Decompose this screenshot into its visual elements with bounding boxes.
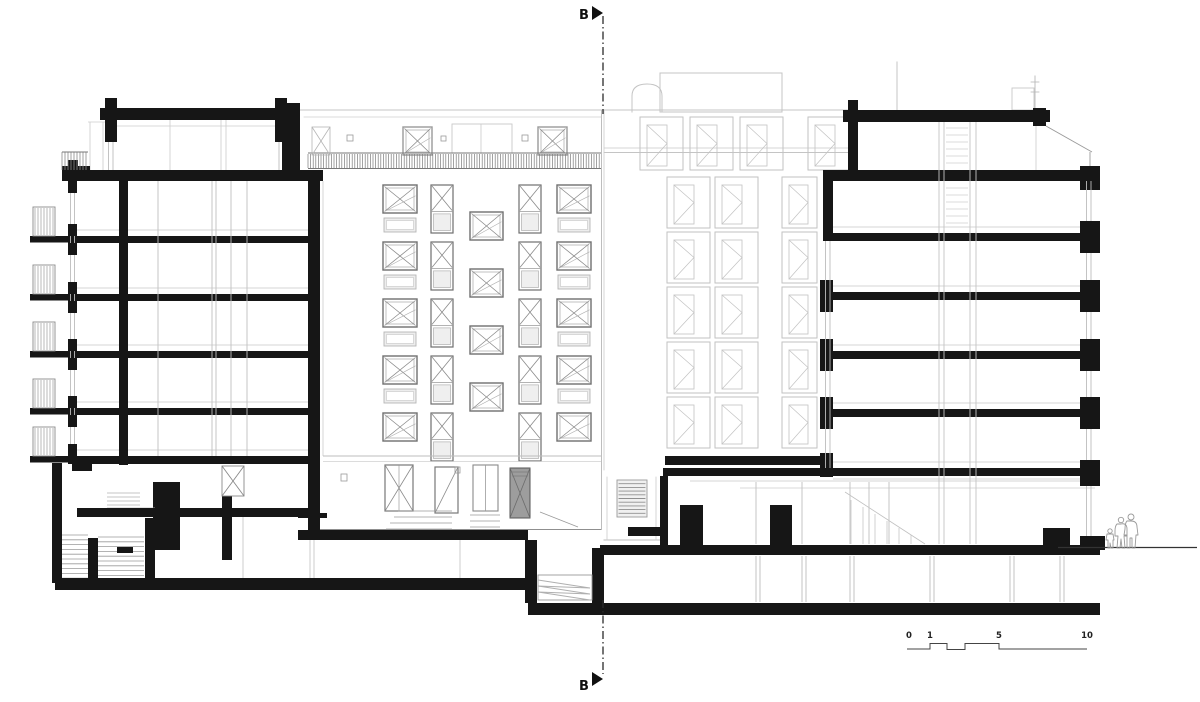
street-level-slab	[298, 530, 528, 540]
ramp-slope-line	[539, 511, 579, 528]
penthouse-wall-left	[105, 98, 117, 142]
wing-stair	[844, 491, 926, 545]
rear-facade-window-bays	[639, 116, 852, 449]
floor-slab	[68, 408, 320, 415]
section-line-b: B B	[579, 6, 604, 694]
window-lintel-blocks	[68, 181, 77, 456]
person-child	[1105, 528, 1115, 549]
elevator-shaft	[938, 122, 977, 544]
foundation-and-ground	[55, 540, 1197, 615]
floor-slab	[833, 351, 1083, 359]
basement-stair	[62, 518, 155, 583]
floor-slab	[68, 351, 320, 358]
foundation-slab-left	[55, 578, 525, 590]
floor-slab	[833, 233, 1083, 241]
floor-slab	[68, 236, 320, 243]
sloped-roof-line	[1045, 125, 1093, 153]
ventilation-louver	[616, 479, 648, 518]
section-marker-arrow-top	[592, 6, 603, 20]
basement-wall-left	[52, 463, 62, 583]
interior-door	[221, 465, 245, 497]
right-building-section	[820, 100, 1105, 550]
courtyard-wing-section	[628, 456, 1100, 550]
entrance-door-glazed	[384, 464, 414, 512]
penthouse-wall-left	[848, 100, 858, 170]
doorbell-panel	[340, 473, 348, 482]
center-elevation-layer	[307, 110, 602, 530]
rear-elevation-layer	[284, 61, 1040, 541]
basement-column	[222, 496, 232, 560]
roof-vent-dome	[631, 83, 663, 113]
street-wall-cut	[308, 181, 320, 531]
penthouse-windows	[402, 126, 568, 156]
section-marker-label-top: B	[579, 8, 589, 23]
elevator-overrun-box	[659, 72, 783, 113]
section-marker-label-bottom: B	[579, 679, 589, 694]
balconies	[30, 206, 70, 463]
roof-terrace-slab	[65, 170, 323, 181]
left-building-section	[30, 98, 528, 583]
basement-ceiling-slab	[77, 508, 308, 517]
wing-wall-left	[660, 476, 668, 550]
ground-slab-right	[600, 545, 1100, 555]
floor-slab	[833, 292, 1083, 300]
roof-railing	[61, 151, 88, 170]
scale-tick-0: 0	[906, 631, 912, 641]
scale-tick-1: 1	[927, 631, 933, 641]
ramp-canopy-slab	[628, 527, 663, 536]
floor-slab	[68, 294, 320, 301]
terrace-slab	[665, 456, 828, 465]
entrance-steps	[386, 510, 579, 530]
facade-vent	[440, 135, 447, 142]
wall-cut-left	[823, 181, 833, 241]
ramp-zigzag	[537, 574, 593, 601]
street-facade-windows	[382, 184, 592, 462]
interior-partitions	[157, 181, 248, 456]
person-adult	[1114, 516, 1128, 549]
facade-vent	[346, 134, 354, 142]
scale-tick-5: 5	[996, 631, 1002, 641]
interior-column	[119, 181, 128, 465]
scale-bar-line	[907, 643, 1087, 650]
facade-vent	[521, 134, 529, 142]
window-lintel-blocks	[1080, 221, 1100, 486]
ramp-pit-wall	[592, 548, 604, 603]
penthouse-recess	[451, 123, 513, 154]
wing-column	[770, 505, 792, 545]
entrance-door-single	[434, 466, 459, 514]
basement-columns	[755, 556, 1065, 602]
roof-terrace-balustrade	[307, 152, 601, 169]
foundation-slab-right	[528, 603, 1100, 615]
floor-slab	[833, 409, 1083, 417]
person-adult	[1123, 513, 1139, 549]
scale-bar: 0 1 5 10	[906, 631, 1093, 650]
doorbell-panel	[454, 466, 461, 474]
wing-column	[680, 505, 703, 545]
wing-roof-slab	[663, 468, 1100, 476]
roof-equipment-box	[1011, 87, 1035, 111]
roof-slab	[823, 170, 1100, 181]
roof-parapet-right	[282, 103, 300, 181]
service-door-dark	[509, 467, 531, 519]
section-marker-arrow-bottom	[592, 672, 603, 686]
wing-partitions	[755, 482, 890, 544]
ramp-pit-wall	[525, 540, 537, 603]
penthouse-roof-slab	[100, 108, 292, 120]
scale-tick-10: 10	[1081, 631, 1093, 641]
penthouse-roof-slab	[843, 110, 1050, 122]
ground-floor-slab	[68, 456, 320, 464]
corner-window	[311, 126, 331, 156]
entrance-doors	[340, 464, 531, 519]
entrance-door-double	[472, 464, 499, 512]
people-figures	[1105, 513, 1139, 549]
penthouse-corner	[1033, 108, 1046, 126]
entry-steps-interior	[107, 492, 155, 509]
